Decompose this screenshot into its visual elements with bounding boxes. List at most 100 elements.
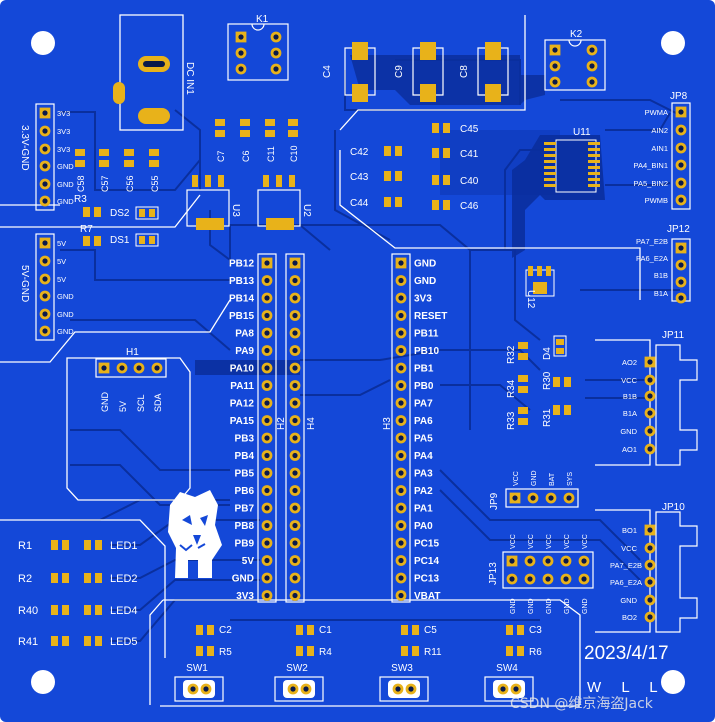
switch-resistor-label: R4 xyxy=(319,647,332,658)
switch-pad xyxy=(510,683,522,695)
ds1-label: DS1 xyxy=(110,235,130,246)
mcu-left-pin-label: PB15 xyxy=(229,311,254,322)
pin-pad xyxy=(542,573,554,585)
pin-pad xyxy=(289,415,301,426)
pin-pad xyxy=(261,275,273,286)
switch-label: SW2 xyxy=(286,663,308,674)
k2-label: K2 xyxy=(570,29,583,40)
header-3v3-gnd: 3.3V-GND 3V3 3V3 3V3 GND GND GND xyxy=(19,103,74,211)
pin-pad xyxy=(289,257,301,269)
cap-c44-label: C44 xyxy=(350,198,369,209)
indicator-leds: R3 R7 DS2 DS1 xyxy=(74,194,159,247)
pin-pad xyxy=(578,555,590,567)
r32-label: R32 xyxy=(506,345,517,364)
jp10-pin: BO1 xyxy=(622,526,637,535)
switch-body xyxy=(379,676,429,702)
mounting-holes xyxy=(31,31,685,694)
mcu-left-pin-label: PA11 xyxy=(230,381,254,392)
pin-pad xyxy=(395,537,407,549)
mcu-right-pin-label: 3V3 xyxy=(414,294,432,305)
mcu-right-pin-label: GND xyxy=(414,276,436,287)
pin-pad xyxy=(506,555,518,567)
dc-jack-label: DC IN1 xyxy=(184,62,195,95)
jp9-pin: BAT xyxy=(549,472,556,486)
mcu-left-header: H2 H4 PB12PB13PB14PB15PA8PA9PA10PA11PA12… xyxy=(229,253,317,603)
header-jp8: JP8 PWMA AIN2 AIN1 PA4_BIN1 PA5_BIN2 PWM… xyxy=(634,91,691,210)
pin-pad xyxy=(289,450,301,461)
pin-pad xyxy=(289,467,301,479)
jp11-pin: AO2 xyxy=(622,358,637,367)
jp8-pin-label: AIN2 xyxy=(651,126,668,135)
power33-pin: GND xyxy=(57,180,74,189)
pin-pad xyxy=(261,432,273,444)
jp12-pin: PA6_E2A xyxy=(636,254,668,263)
cap-c10-label: C10 xyxy=(289,145,299,162)
pin-pad xyxy=(395,450,407,461)
pin-pad xyxy=(261,345,273,356)
jp9-pin: SYS xyxy=(567,472,574,486)
jp11-pin: VCC xyxy=(621,376,637,385)
h1-pin: SCL xyxy=(136,394,146,412)
jp13-gnd-label: GND xyxy=(510,598,517,614)
power5-pin: 5V xyxy=(57,275,66,284)
switch-pad xyxy=(392,683,404,695)
pin-pad xyxy=(261,467,273,479)
switch-cap-label: C2 xyxy=(219,625,232,636)
pin-pad xyxy=(261,327,273,339)
pin-pad xyxy=(560,573,572,585)
pin-pad xyxy=(524,555,536,567)
mcu-left-pin-label: PB12 xyxy=(229,259,254,270)
mcu-right-pin-label: PA5 xyxy=(414,434,433,445)
mcu-left-pin-label: PB6 xyxy=(235,486,255,497)
switch-pad xyxy=(497,683,509,695)
power5-pin: 5V xyxy=(57,239,66,248)
dc-jack: DC IN1 xyxy=(113,56,195,124)
pin-pad xyxy=(289,590,301,601)
switch-body xyxy=(274,676,324,702)
switch-pad xyxy=(200,683,212,695)
jp10-pin: BO2 xyxy=(622,613,637,622)
power33-pin: 3V3 xyxy=(57,145,70,154)
header-jp12: JP12 PA7_E2B PA6_E2A B1B B1A xyxy=(636,224,691,304)
driver-u11: U11 xyxy=(544,127,600,193)
switch-cap-label: C1 xyxy=(319,625,332,636)
pin-pad xyxy=(578,573,590,585)
pin-pad xyxy=(261,572,273,584)
pin-pad xyxy=(289,275,301,286)
jp11-title: JP11 xyxy=(662,330,684,341)
resistor-cluster: R32 R34 R33 R30 R31 D4 xyxy=(506,335,571,430)
switch-label: SW1 xyxy=(186,663,208,674)
mcu-right-pin-label: PB10 xyxy=(414,346,439,357)
switch-resistor-label: R5 xyxy=(219,647,232,658)
jp9-pin: VCC xyxy=(513,471,520,486)
h1-pin: SDA xyxy=(153,393,163,412)
pin-pad xyxy=(560,555,572,567)
power33-pin: 3V3 xyxy=(57,109,70,118)
pin-pad xyxy=(506,573,518,585)
pin-pad xyxy=(395,572,407,584)
jp11-pin: B1A xyxy=(623,409,637,418)
jp10-pin: GND xyxy=(620,596,637,605)
mcu-right-pin-label: PC13 xyxy=(414,574,439,585)
mcu-left-pin-label: PB9 xyxy=(235,539,255,550)
d4-label: D4 xyxy=(542,347,553,360)
jp8-pin-label: PWMB xyxy=(645,196,668,205)
u12-label: U12 xyxy=(525,290,536,309)
pin-pad xyxy=(261,502,273,514)
u11-label: U11 xyxy=(573,127,591,138)
pin-pad xyxy=(395,415,407,426)
power5-pin: GND xyxy=(57,292,74,301)
pin-pad xyxy=(395,380,407,391)
pin-pad xyxy=(289,310,301,321)
mcu-right-pin-label: PC14 xyxy=(414,556,439,567)
mcu-right-pin-label: PB1 xyxy=(414,364,434,375)
mcu-left-pin-label: PA9 xyxy=(235,346,254,357)
switch-pad xyxy=(300,683,312,695)
pin-pad xyxy=(289,537,301,549)
mcu-right-pin-label: RESET xyxy=(414,311,447,322)
pin-pad xyxy=(289,380,301,391)
h2-label: H2 xyxy=(276,417,287,430)
pin-pad xyxy=(395,590,407,601)
switch-pad xyxy=(405,683,417,695)
